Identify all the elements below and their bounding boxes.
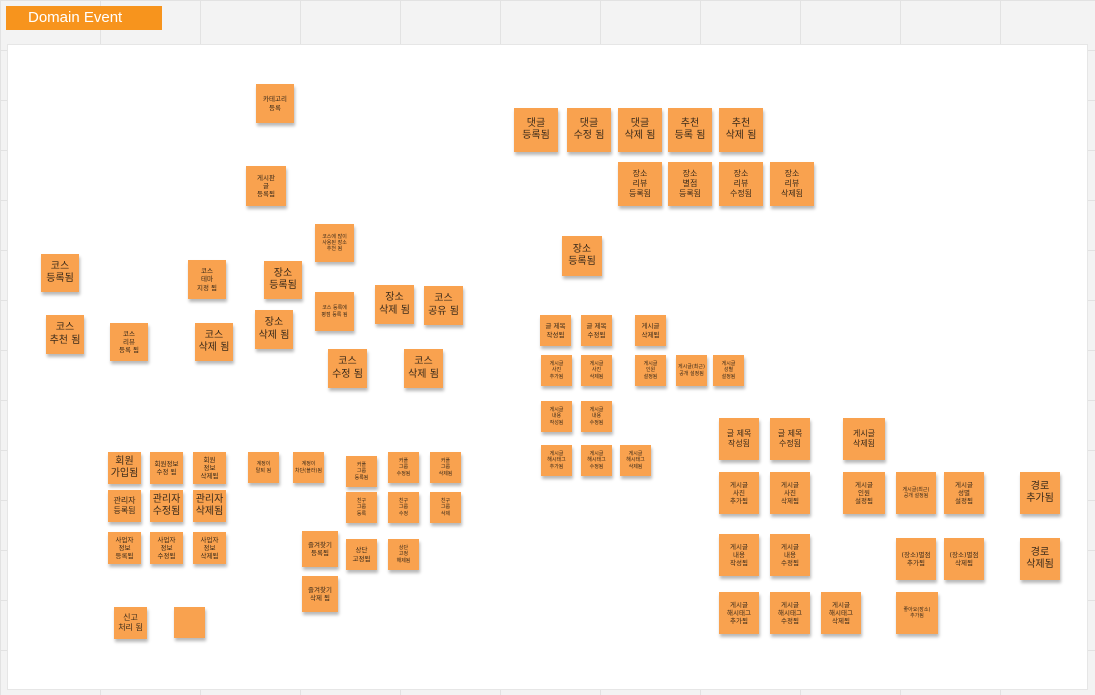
sticky-note[interactable]: 코스 삭제 됨 — [404, 349, 443, 388]
sticky-note[interactable]: 경로 삭제됨 — [1020, 538, 1060, 580]
sticky-note[interactable]: 회원 가입됨 — [108, 452, 141, 484]
sticky-note[interactable]: 게시글 해시태그 추가됨 — [719, 592, 759, 634]
sticky-note[interactable]: 장소 삭제 됨 — [375, 285, 414, 324]
sticky-note[interactable]: 추천 삭제 됨 — [719, 108, 763, 152]
sticky-note[interactable]: 친구 그룹 등록 — [346, 492, 377, 523]
sticky-note[interactable]: 게시글 해시태그 삭제됨 — [821, 592, 861, 634]
sticky-note[interactable]: 댓글 수정 됨 — [567, 108, 611, 152]
sticky-note[interactable] — [174, 607, 205, 638]
sticky-note[interactable]: 글 제목 수정됨 — [581, 315, 612, 346]
sticky-note[interactable]: 회원정보 수정 됨 — [150, 452, 183, 484]
sticky-note[interactable]: 계정이 차단(블라)됨 — [293, 452, 324, 483]
sticky-note[interactable]: 장소 리뷰 수정됨 — [719, 162, 763, 206]
sticky-note[interactable]: 장소 등록됨 — [264, 261, 302, 299]
sticky-note[interactable]: 코스 수정 됨 — [328, 349, 367, 388]
sticky-note[interactable]: 신고 처리 됨 — [114, 607, 147, 639]
sticky-note[interactable]: 장소 별점 등록됨 — [668, 162, 712, 206]
sticky-note[interactable]: 장소 삭제 됨 — [255, 310, 293, 349]
sticky-note[interactable]: 게시글 성별 설정됨 — [944, 472, 984, 514]
sticky-note[interactable]: 게시글 사진 삭제됨 — [770, 472, 810, 514]
sticky-note[interactable]: 코스 등록됨 — [41, 254, 79, 292]
sticky-note[interactable]: 친구 그룹 삭제 — [430, 492, 461, 523]
sticky-note[interactable]: 코스 삭제 됨 — [195, 323, 233, 361]
sticky-note[interactable]: 커플 그룹 삭제됨 — [430, 452, 461, 483]
sticky-note[interactable]: 게시글 내용 작성됨 — [541, 401, 572, 432]
sticky-note[interactable]: 상단 고정 해제됨 — [388, 539, 419, 570]
sticky-note[interactable]: 게시글 삭제됨 — [843, 418, 885, 460]
sticky-note[interactable]: 게시글 해시태그 삭제됨 — [620, 445, 651, 476]
sticky-note[interactable]: (장소)별점 삭제됨 — [944, 538, 984, 580]
sticky-note[interactable]: 코스 테마 지정 됨 — [188, 260, 226, 299]
sticky-note[interactable]: 댓글 등록됨 — [514, 108, 558, 152]
sticky-note[interactable]: 카테고리 등록 — [256, 84, 294, 123]
sticky-note[interactable]: 상단 고정됨 — [346, 539, 377, 570]
sticky-note[interactable]: 사업자 정보 수정됨 — [150, 532, 183, 564]
sticky-note[interactable]: 게시글(최근) 공개 설정됨 — [676, 355, 707, 386]
sticky-note[interactable]: 장소 리뷰 삭제됨 — [770, 162, 814, 206]
sticky-note[interactable]: 친구 그룹 수정 — [388, 492, 419, 523]
sticky-note[interactable]: 경로 추가됨 — [1020, 472, 1060, 514]
sticky-note[interactable]: 장소 등록됨 — [562, 236, 602, 276]
frame-title[interactable]: Domain Event — [6, 6, 162, 30]
sticky-note[interactable]: 글 제목 작성됨 — [719, 418, 759, 460]
sticky-note[interactable]: 게시글 사진 추가됨 — [541, 355, 572, 386]
sticky-note[interactable]: 즐겨찾기 등록됨 — [302, 531, 338, 567]
sticky-note[interactable]: 커플 그룹 등록됨 — [346, 456, 377, 487]
sticky-note[interactable]: 게시글 내용 작성됨 — [719, 534, 759, 576]
sticky-note[interactable]: 계정이 탈퇴 됨 — [248, 452, 279, 483]
sticky-note[interactable]: 추천 등록 됨 — [668, 108, 712, 152]
sticky-note[interactable]: 게시글 인원 설정됨 — [635, 355, 666, 386]
sticky-note[interactable]: 게시글 인원 설정됨 — [843, 472, 885, 514]
sticky-note[interactable]: 게시글 사진 추가됨 — [719, 472, 759, 514]
sticky-note[interactable]: 좋아요(장소) 추가됨 — [896, 592, 938, 634]
sticky-note[interactable]: 글 제목 수정됨 — [770, 418, 810, 460]
sticky-note[interactable]: 코스 등록에 평점 등록 됨 — [315, 292, 354, 331]
sticky-note[interactable]: 커플 그룹 수정됨 — [388, 452, 419, 483]
sticky-note[interactable]: 관리자 수정됨 — [150, 490, 183, 522]
sticky-note[interactable]: 장소 리뷰 등록됨 — [618, 162, 662, 206]
sticky-note[interactable]: 게시글 해시태그 수정됨 — [581, 445, 612, 476]
sticky-note[interactable]: 댓글 삭제 됨 — [618, 108, 662, 152]
sticky-note[interactable]: 게시글 내용 수정됨 — [581, 401, 612, 432]
sticky-note[interactable]: 게시판 글 등록됨 — [246, 166, 286, 206]
sticky-note[interactable]: 게시글 해시태그 추가됨 — [541, 445, 572, 476]
sticky-note[interactable]: 게시글 내용 수정됨 — [770, 534, 810, 576]
sticky-note[interactable]: 코스 추천 됨 — [46, 315, 84, 354]
sticky-note[interactable]: 회원 정보 삭제됨 — [193, 452, 226, 484]
sticky-note[interactable]: 게시글 사진 삭제됨 — [581, 355, 612, 386]
sticky-note[interactable]: 게시글(최근) 공개 설정됨 — [896, 472, 936, 514]
sticky-note[interactable]: 코스에 많이 사용된 장소 추천 됨 — [315, 224, 354, 262]
sticky-note[interactable]: 글 제목 작성됨 — [540, 315, 571, 346]
sticky-note[interactable]: 사업자 정보 삭제됨 — [193, 532, 226, 564]
sticky-note[interactable]: 관리자 삭제됨 — [193, 490, 226, 522]
sticky-note[interactable]: 게시글 삭제됨 — [635, 315, 666, 346]
sticky-note[interactable]: (장소)별점 추가됨 — [896, 538, 936, 580]
sticky-note[interactable]: 사업자 정보 등록됨 — [108, 532, 141, 564]
sticky-note[interactable]: 즐겨찾기 삭제 됨 — [302, 576, 338, 612]
sticky-note[interactable]: 코스 리뷰 등록 됨 — [110, 323, 148, 361]
sticky-note[interactable]: 관리자 등록됨 — [108, 490, 141, 522]
sticky-note[interactable]: 게시글 해시태그 수정됨 — [770, 592, 810, 634]
sticky-note[interactable]: 코스 공유 됨 — [424, 286, 463, 325]
sticky-note[interactable]: 게시글 성별 설정됨 — [713, 355, 744, 386]
